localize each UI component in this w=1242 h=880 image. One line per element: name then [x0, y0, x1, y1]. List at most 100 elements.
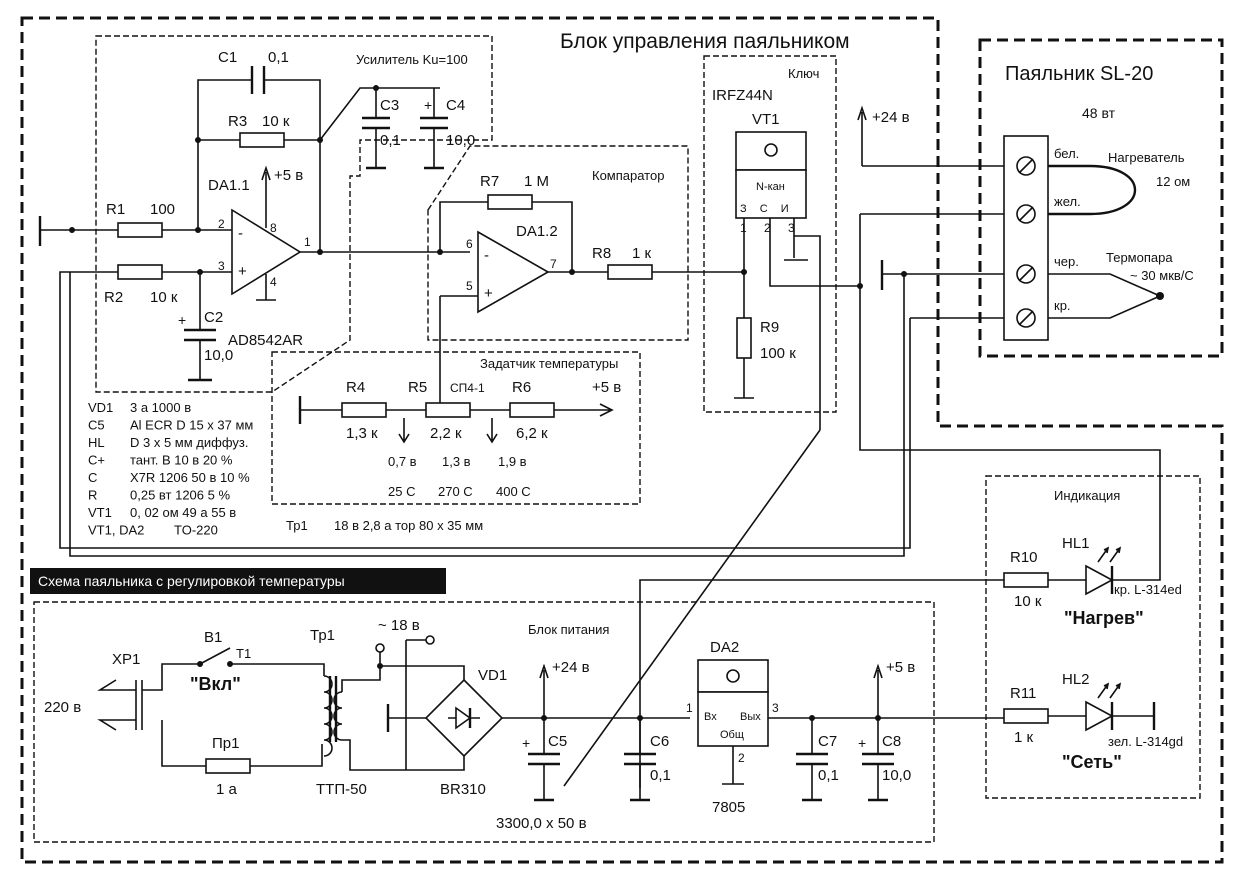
r2-value: 10 к [150, 289, 178, 306]
key-block-frame [703, 55, 837, 413]
da2-p3: 3 [772, 701, 779, 715]
vd1-label: VD1 [478, 667, 507, 684]
r6-label: R6 [512, 379, 531, 396]
setter-t2: 270 С [438, 484, 473, 499]
note-key: VT1, DA2 [88, 523, 144, 538]
setter-t1: 25 С [388, 484, 415, 499]
comp-title: Компаратор [592, 168, 664, 183]
tr1-part: ТТП-50 [316, 781, 367, 798]
amp-ic: AD8542AR [228, 332, 303, 349]
da2-vyx: Вых [740, 711, 761, 723]
b1-label: B1 [204, 629, 222, 646]
amp-da-label: DA1.1 [208, 177, 250, 194]
r3-value: 10 к [262, 113, 290, 130]
control-block-title: Блок управления паяльником [560, 30, 850, 53]
comp-minus: - [484, 247, 489, 264]
c8-value: 10,0 [882, 767, 911, 784]
iron-block-title: Паяльник SL-20 [1005, 63, 1153, 85]
psu-plus24: +24 в [552, 659, 590, 676]
c4-plus: + [424, 97, 432, 113]
r4-label: R4 [346, 379, 365, 396]
da2-p2: 2 [738, 751, 745, 765]
r8-value: 1 к [632, 245, 652, 262]
c3-value: 0,1 [380, 132, 401, 149]
control-block-frame [20, 16, 1224, 864]
note-value: X7R 1206 50 в 10 % [130, 470, 250, 485]
r9-value: 100 к [760, 345, 796, 362]
setter-block-frame [271, 351, 641, 505]
heat-label: "Нагрев" [1064, 608, 1144, 628]
psu-title: Блок питания [528, 622, 609, 637]
key-title: Ключ [788, 66, 819, 81]
r6-value: 6,2 к [516, 425, 548, 442]
wire-bel: бел. [1054, 146, 1079, 161]
pr1-label: Пр1 [212, 735, 239, 752]
amp-plus: + [238, 263, 247, 280]
r1-label: R1 [106, 201, 125, 218]
amp-pin4: 4 [270, 275, 277, 289]
c5-plus: + [522, 735, 530, 751]
c4-label: C4 [446, 97, 465, 114]
vkl-label: "Вкл" [190, 674, 241, 694]
tr1-label: Тр1 [310, 627, 335, 644]
c8-plus: + [858, 735, 866, 751]
t1-label: T1 [236, 646, 251, 661]
r5-label: R5 [408, 379, 427, 396]
comp-pin7: 7 [550, 257, 557, 271]
iron-power: 48 вт [1082, 105, 1116, 121]
c2-plus: + [178, 312, 186, 328]
comp-plus: + [484, 285, 493, 302]
caption: Схема паяльника с регулировкой температу… [38, 573, 345, 589]
note-value: D 3 x 5 мм диффуз. [130, 435, 248, 450]
c2-label: C2 [204, 309, 223, 326]
amp-pin3: 3 [218, 259, 225, 273]
hl2-label: HL2 [1062, 671, 1090, 688]
tc-label: Термопара [1106, 250, 1173, 265]
setter-title: Задатчик температуры [480, 356, 618, 371]
c3-label: C3 [380, 97, 399, 114]
da2-p1: 1 [686, 701, 693, 715]
da2-part: 7805 [712, 799, 745, 816]
c2-value: 10,0 [204, 347, 233, 364]
note-key: VD1 [88, 400, 113, 415]
key-vt: VT1 [752, 111, 780, 128]
psu-block-frame [33, 601, 935, 843]
key-type: N-кан [756, 181, 785, 193]
xp1-label: XP1 [112, 651, 140, 668]
comp-block-frame [427, 145, 689, 341]
wire-cher: чер. [1054, 254, 1079, 269]
note-value: Al ECR D 15 x 37 мм [130, 418, 253, 433]
amp-minus: - [238, 225, 243, 242]
setter-v2: 1,3 в [442, 454, 471, 469]
tc-value: ~ 30 мкв/С [1130, 268, 1194, 283]
note-key: VT1 [88, 505, 112, 520]
c7-value: 0,1 [818, 767, 839, 784]
pr1-value: 1 а [216, 781, 238, 798]
tr-note-a: Тр1 [286, 518, 308, 533]
setter-plus5: +5 в [592, 379, 621, 396]
psu-plus5: +5 в [886, 659, 915, 676]
note-value: 0,25 вт 1206 5 % [130, 488, 230, 503]
r11-label: R11 [1010, 685, 1036, 702]
c4-value: 10,0 [446, 132, 475, 149]
da2-vx: Вх [704, 711, 717, 723]
net-label: "Сеть" [1062, 752, 1122, 772]
hl2-part: зел. L-314gd [1108, 734, 1183, 749]
note-value: 0, 02 ом 49 а 55 в [130, 505, 236, 520]
r11-value: 1 к [1014, 729, 1034, 746]
r1-value: 100 [150, 201, 175, 218]
c5-label: C5 [548, 733, 567, 750]
r3-label: R3 [228, 113, 247, 130]
c8-label: C8 [882, 733, 901, 750]
note-key: HL [88, 435, 105, 450]
r7-label: R7 [480, 173, 499, 190]
note-value: тант. B 10 в 20 % [130, 453, 233, 468]
note-key: C+ [88, 453, 105, 468]
r7-value: 1 M [524, 173, 549, 190]
key-plus24: +24 в [872, 109, 910, 126]
r10-label: R10 [1010, 549, 1038, 566]
setter-v1: 0,7 в [388, 454, 417, 469]
note-value: TO-220 [174, 523, 218, 538]
amp-pin2: 2 [218, 217, 225, 231]
